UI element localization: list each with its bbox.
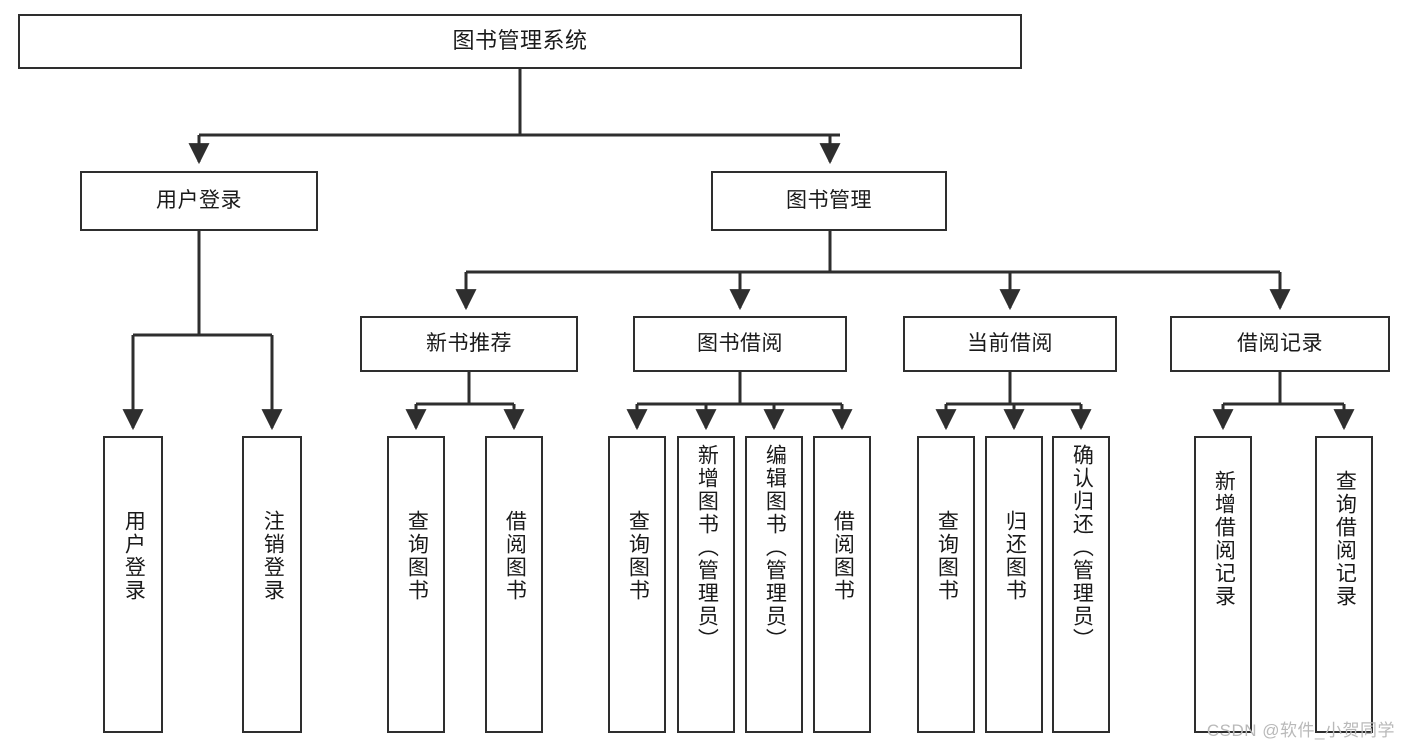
node-leaf-query-book-3-label: 查询图书 [935, 510, 959, 602]
node-leaf-query-book-3[interactable]: 查询图书 [917, 436, 975, 733]
node-user-login[interactable]: 用户登录 [80, 171, 318, 231]
node-borrow-record-label: 借阅记录 [1237, 331, 1323, 355]
node-user-login-label: 用户登录 [156, 188, 242, 212]
node-book-borrow[interactable]: 图书借阅 [633, 316, 847, 372]
node-borrow-record[interactable]: 借阅记录 [1170, 316, 1390, 372]
node-leaf-return-book-label: 归还图书 [1003, 510, 1027, 602]
csdn-watermark: CSDN @软件_小贺同学 [1206, 721, 1395, 740]
node-leaf-logout[interactable]: 注销登录 [242, 436, 302, 733]
node-leaf-add-book-label: 新增图书（管理员） [695, 444, 719, 651]
node-root[interactable]: 图书管理系统 [18, 14, 1022, 69]
node-leaf-query-book-1[interactable]: 查询图书 [387, 436, 445, 733]
node-book-manage[interactable]: 图书管理 [711, 171, 947, 231]
node-new-book-rec-label: 新书推荐 [426, 331, 512, 355]
node-leaf-return-book[interactable]: 归还图书 [985, 436, 1043, 733]
node-leaf-borrow-book-2[interactable]: 借阅图书 [813, 436, 871, 733]
node-leaf-query-record[interactable]: 查询借阅记录 [1315, 436, 1373, 733]
node-new-book-rec[interactable]: 新书推荐 [360, 316, 578, 372]
node-book-borrow-label: 图书借阅 [697, 331, 783, 355]
node-root-label: 图书管理系统 [452, 28, 588, 54]
node-leaf-user-login-label: 用户登录 [122, 510, 146, 602]
node-leaf-add-book[interactable]: 新增图书（管理员） [677, 436, 735, 733]
node-leaf-edit-book[interactable]: 编辑图书（管理员） [745, 436, 803, 733]
node-leaf-query-record-label: 查询借阅记录 [1333, 470, 1357, 608]
node-current-borrow[interactable]: 当前借阅 [903, 316, 1117, 372]
node-leaf-borrow-book-1-label: 借阅图书 [503, 510, 527, 602]
node-leaf-confirm-return[interactable]: 确认归还（管理员） [1052, 436, 1110, 733]
node-leaf-query-book-2[interactable]: 查询图书 [608, 436, 666, 733]
node-leaf-confirm-return-label: 确认归还（管理员） [1070, 444, 1094, 651]
node-leaf-query-book-2-label: 查询图书 [626, 510, 650, 602]
node-leaf-borrow-book-2-label: 借阅图书 [831, 510, 855, 602]
node-leaf-logout-label: 注销登录 [261, 510, 285, 602]
node-book-manage-label: 图书管理 [786, 188, 872, 212]
node-current-borrow-label: 当前借阅 [967, 331, 1053, 355]
node-leaf-query-book-1-label: 查询图书 [405, 510, 429, 602]
node-leaf-edit-book-label: 编辑图书（管理员） [763, 444, 787, 651]
node-leaf-borrow-book-1[interactable]: 借阅图书 [485, 436, 543, 733]
node-leaf-add-record[interactable]: 新增借阅记录 [1194, 436, 1252, 733]
node-leaf-user-login[interactable]: 用户登录 [103, 436, 163, 733]
node-leaf-add-record-label: 新增借阅记录 [1212, 470, 1236, 608]
